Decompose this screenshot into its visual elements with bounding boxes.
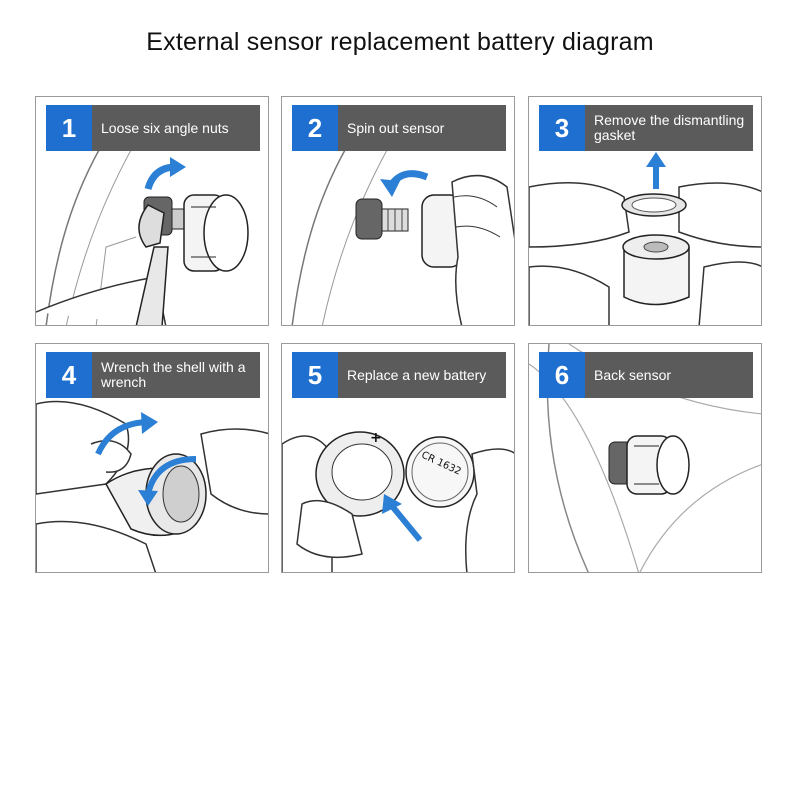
page-title: External sensor replacement battery diag… xyxy=(146,28,654,56)
step-label: Loose six angle nuts xyxy=(101,119,229,136)
step-header-6: 6 Back sensor xyxy=(539,352,753,398)
step-label: Back sensor xyxy=(594,366,672,383)
installed-sensor-icon xyxy=(529,344,761,572)
step-number-badge: 6 xyxy=(539,352,585,398)
step-panel-4: 4 Wrench the shell with a wrench xyxy=(35,343,269,573)
step-label: Spin out sensor xyxy=(347,119,445,136)
step-number-badge: 4 xyxy=(46,352,92,398)
step-header-2: 2 Spin out sensor xyxy=(292,105,506,151)
lift-gasket-icon xyxy=(529,152,761,325)
step-header-4: 4 Wrench the shell with a wrench xyxy=(46,352,260,398)
step-number-badge: 3 xyxy=(539,105,585,151)
step-panel-2: 2 Spin out sensor xyxy=(281,96,515,326)
step-header-1: 1 Loose six angle nuts xyxy=(46,105,260,151)
step-number-badge: 1 xyxy=(46,105,92,151)
open-shell-icon xyxy=(36,400,268,572)
step-panel-1: 1 Loose six angle nuts xyxy=(35,96,269,326)
battery-plus-sign: + xyxy=(370,430,382,446)
wrench-on-nut-icon xyxy=(36,106,249,325)
step-header-3: 3 Remove the dismantling gasket xyxy=(539,105,753,151)
step-header-5: 5 Replace a new battery xyxy=(292,352,506,398)
step-panel-5: + CR 1632 5 Replace a new battery xyxy=(281,343,515,573)
step-number-badge: 5 xyxy=(292,352,338,398)
step-label: Remove the dismantling gasket xyxy=(594,112,745,143)
step-number-badge: 2 xyxy=(292,105,338,151)
step-panel-3: 3 Remove the dismantling gasket xyxy=(528,96,762,326)
step-label: Wrench the shell with a wrench xyxy=(101,359,246,390)
unscrew-sensor-icon xyxy=(291,106,514,325)
step-label: Replace a new battery xyxy=(347,366,487,383)
coin-battery-icon: + CR 1632 xyxy=(282,430,514,572)
step-panel-6: 6 Back sensor xyxy=(528,343,762,573)
